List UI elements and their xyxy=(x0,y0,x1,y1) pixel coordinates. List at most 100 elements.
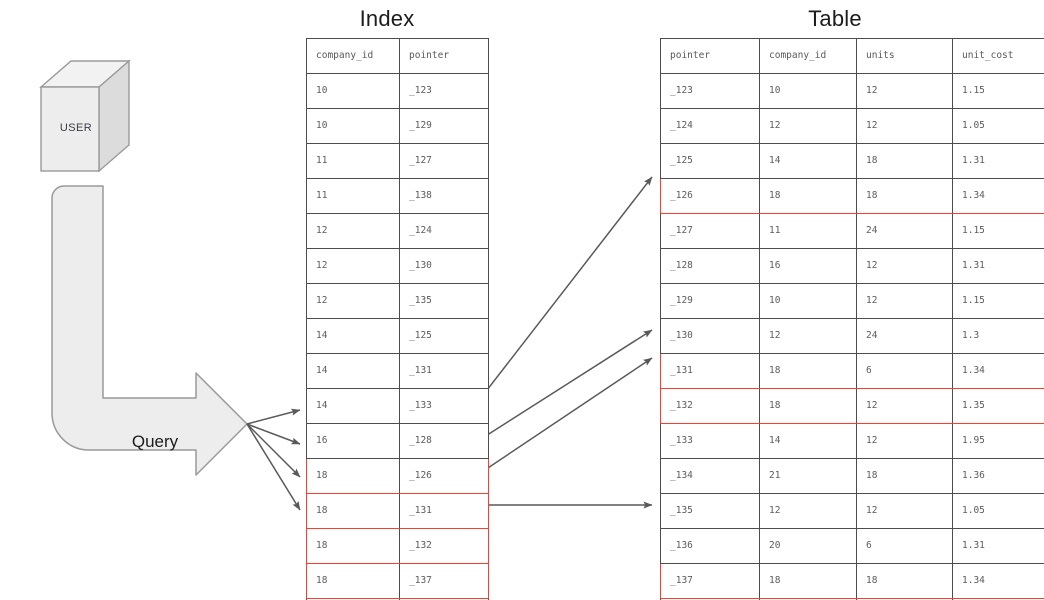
main-table-cell-company_id: 10 xyxy=(759,73,857,109)
main-table-cell-pointer: _132 xyxy=(660,388,760,424)
index-table-cell-company_id: 12 xyxy=(306,283,400,319)
main-table-cell-unit_cost: 1.35 xyxy=(952,388,1044,424)
index-table-row[interactable]: 12_135 xyxy=(306,283,489,319)
index-table-row[interactable]: 18_126 xyxy=(306,458,489,494)
index-table-row[interactable]: 10_129 xyxy=(306,108,489,144)
index-table-column-header-company_id: company_id xyxy=(306,38,400,74)
main-table-cell-pointer: _131 xyxy=(660,353,760,389)
main-table-cell-unit_cost: 1.15 xyxy=(952,283,1044,319)
index-table-cell-company_id: 12 xyxy=(306,248,400,284)
main-table-cell-units: 18 xyxy=(856,563,953,599)
main-table-cell-pointer: _137 xyxy=(660,563,760,599)
index-table-cell-pointer: _125 xyxy=(399,318,489,354)
main-table-cell-units: 12 xyxy=(856,493,953,529)
main-table-cell-pointer: _124 xyxy=(660,108,760,144)
index-table-cell-company_id: 10 xyxy=(306,108,400,144)
index-table-cell-pointer: _124 xyxy=(399,213,489,249)
main-table-cell-unit_cost: 1.95 xyxy=(952,423,1044,459)
main-table-cell-units: 24 xyxy=(856,318,953,354)
index-table-row[interactable]: 14_125 xyxy=(306,318,489,354)
main-table-cell-unit_cost: 1.34 xyxy=(952,563,1044,599)
index-table-row[interactable]: 11_127 xyxy=(306,143,489,179)
index-table-row[interactable]: 11_138 xyxy=(306,178,489,214)
main-table-cell-pointer: _130 xyxy=(660,318,760,354)
index-table-row[interactable]: 16_128 xyxy=(306,423,489,459)
main-table-cell-unit_cost: 1.36 xyxy=(952,458,1044,494)
main-table-cell-unit_cost: 1.15 xyxy=(952,73,1044,109)
main-table-cell-company_id: 21 xyxy=(759,458,857,494)
index-table-cell-pointer: _131 xyxy=(399,493,489,529)
index-table-cell-company_id: 14 xyxy=(306,388,400,424)
main-table-cell-company_id: 12 xyxy=(759,318,857,354)
index-table-row[interactable]: 18_137 xyxy=(306,563,489,599)
index-table-row[interactable]: 12_130 xyxy=(306,248,489,284)
main-table-cell-company_id: 18 xyxy=(759,563,857,599)
main-table-cell-unit_cost: 1.31 xyxy=(952,528,1044,564)
main-table-cell-unit_cost: 1.3 xyxy=(952,318,1044,354)
main-table-cell-company_id: 12 xyxy=(759,493,857,529)
main-table-cell-unit_cost: 1.34 xyxy=(952,353,1044,389)
main-table-cell-pointer: _126 xyxy=(660,178,760,214)
index-table-row[interactable]: 18_132 xyxy=(306,528,489,564)
main-table-cell-units: 6 xyxy=(856,528,953,564)
index-table-row[interactable]: 20_136 xyxy=(306,598,489,600)
main-table-column-header-unit_cost: unit_cost xyxy=(952,38,1044,74)
index-table-cell-pointer: _128 xyxy=(399,423,489,459)
main-table-row[interactable]: _13811241.15 xyxy=(660,598,1044,600)
main-table-cell-units: 12 xyxy=(856,248,953,284)
index-table-cell-pointer: _137 xyxy=(399,563,489,599)
index-table-cell-pointer: _131 xyxy=(399,353,489,389)
index-table-row[interactable]: 14_131 xyxy=(306,353,489,389)
main-table-cell-company_id: 12 xyxy=(759,108,857,144)
main-table-cell-company_id: 14 xyxy=(759,143,857,179)
index-table-cell-pointer: _129 xyxy=(399,108,489,144)
index-table-row[interactable]: 10_123 xyxy=(306,73,489,109)
index-table-row[interactable]: 12_124 xyxy=(306,213,489,249)
main-table-column-header-pointer: pointer xyxy=(660,38,760,74)
main-table-cell-units: 12 xyxy=(856,108,953,144)
main-table-cell-pointer: _129 xyxy=(660,283,760,319)
index-table-cell-pointer: _127 xyxy=(399,143,489,179)
index-table-cell-company_id: 18 xyxy=(306,563,400,599)
index-table-cell-company_id: 14 xyxy=(306,353,400,389)
main-table-cell-unit_cost: 1.05 xyxy=(952,108,1044,144)
connector-_131 xyxy=(469,329,653,447)
connector-_132 xyxy=(469,357,653,481)
index-table-cell-pointer: _133 xyxy=(399,388,489,424)
main-table-cell-pointer: _133 xyxy=(660,423,760,459)
main-table-column-header-units: units xyxy=(856,38,953,74)
main-table-cell-unit_cost: 1.31 xyxy=(952,143,1044,179)
main-table-cell-pointer: _123 xyxy=(660,73,760,109)
main-table-cell-units: 24 xyxy=(856,213,953,249)
main-table-cell-company_id: 18 xyxy=(759,178,857,214)
index-table-cell-pointer: _135 xyxy=(399,283,489,319)
index-table-cell-pointer: _136 xyxy=(399,598,489,600)
main-table-cell-units: 12 xyxy=(856,73,953,109)
index-table-cell-company_id: 18 xyxy=(306,528,400,564)
main-table-cell-units: 18 xyxy=(856,458,953,494)
query-label: Query xyxy=(131,432,179,451)
index-table-row[interactable]: 14_133 xyxy=(306,388,489,424)
index-to-table-connectors xyxy=(469,176,653,509)
index-table-row[interactable]: 18_131 xyxy=(306,493,489,529)
